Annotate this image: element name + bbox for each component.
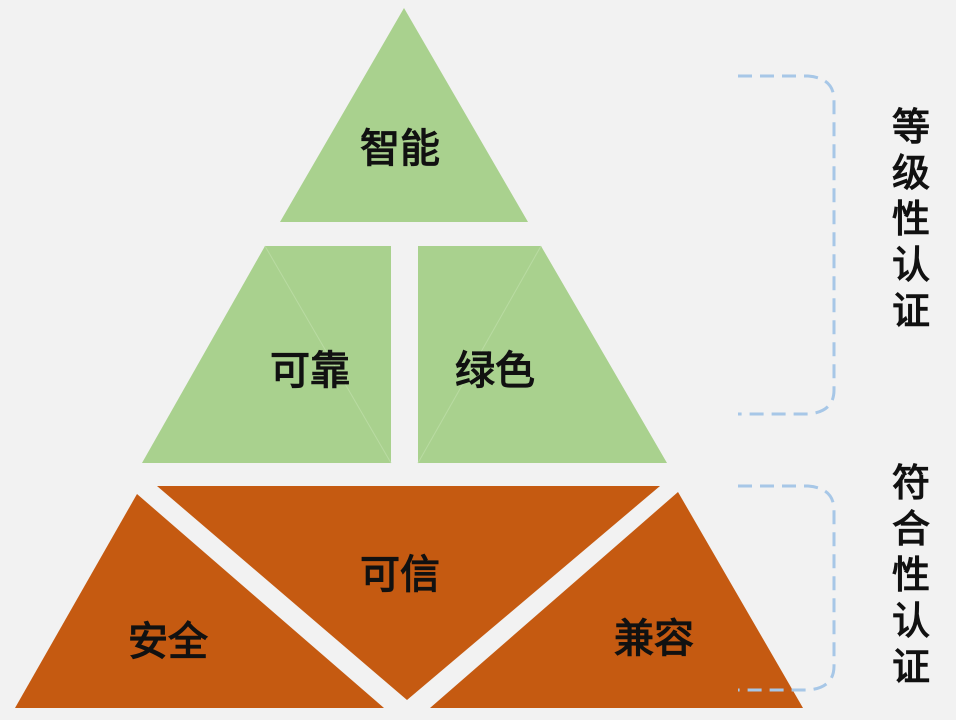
pyramid-top-segment xyxy=(280,8,528,222)
conformity-certification-char: 性 xyxy=(891,553,930,597)
grade-certification-char: 认 xyxy=(891,243,930,287)
grade-certification-label: 等 级 性 认 证 xyxy=(888,104,934,334)
grade-certification-char: 等 xyxy=(891,105,930,149)
conformity-certification-char: 证 xyxy=(891,645,930,689)
pyramid-middle-left-segment xyxy=(142,246,391,463)
pyramid-bottom-left-segment xyxy=(15,494,384,708)
pyramid-top-label: 智能 xyxy=(360,126,440,172)
pyramid-middle-left-label: 可靠 xyxy=(270,348,350,394)
pyramid-middle-right-segment xyxy=(418,246,667,463)
conformity-certification-label: 符 合 性 认 证 xyxy=(888,460,934,690)
conformity-certification-char: 合 xyxy=(891,507,930,551)
middle-left-inner-line xyxy=(264,245,392,464)
pyramid-bottom-right-segment xyxy=(430,492,803,708)
conformity-certification-char: 认 xyxy=(891,599,930,643)
pyramid-bottom-center-label: 可信 xyxy=(360,552,440,598)
pyramid-bottom-center-segment xyxy=(157,486,660,700)
middle-right-inner-line xyxy=(417,245,542,464)
grade-certification-char: 性 xyxy=(891,197,930,241)
pyramid-bottom-right-label: 兼容 xyxy=(614,616,694,662)
pyramid-bottom-left-label: 安全 xyxy=(128,619,209,665)
grade-certification-char: 级 xyxy=(891,151,930,195)
grade-certification-char: 证 xyxy=(891,289,930,333)
upper-bracket-icon xyxy=(738,74,836,416)
conformity-certification-char: 符 xyxy=(891,461,930,505)
lower-bracket-icon xyxy=(738,484,836,692)
pyramid-middle-right-label: 绿色 xyxy=(455,348,535,394)
